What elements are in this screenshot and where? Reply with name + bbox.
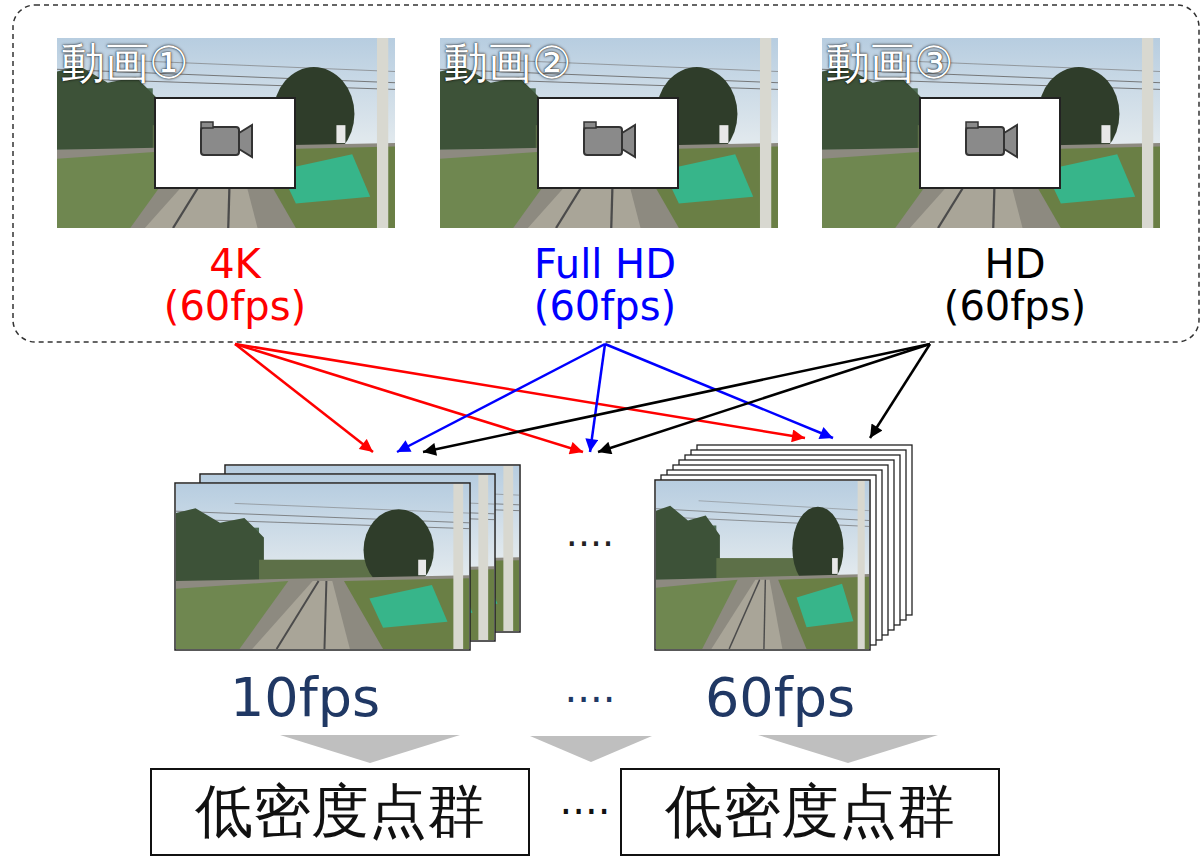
arrow — [870, 344, 930, 438]
down-arrow — [530, 736, 652, 762]
down-arrow — [758, 735, 938, 763]
resolution-label: Full HD (60fps) — [518, 243, 693, 327]
point-cloud-label: 低密度点群 — [195, 780, 485, 844]
arrow — [423, 344, 930, 452]
video-node: 動画② Full HD (60fps) — [440, 38, 778, 338]
fps-label: 60fps — [705, 668, 855, 727]
video-title: 動画② — [444, 40, 571, 86]
arrow — [605, 344, 833, 438]
group-outline — [13, 5, 1199, 342]
point-cloud-label: 低密度点群 — [665, 780, 955, 844]
video-thumbnail — [822, 38, 1160, 228]
arrow — [235, 344, 583, 452]
video-node: 動画③ HD (60fps) — [822, 38, 1160, 338]
point-cloud-box: 低密度点群 — [620, 768, 1000, 856]
arrow — [598, 344, 930, 452]
arrow — [235, 344, 373, 452]
frame-stack-node: 10fps — [175, 452, 525, 732]
video-title: 動画③ — [826, 40, 953, 86]
resolution-label: HD (60fps) — [928, 243, 1103, 327]
fps-label: 10fps — [230, 668, 380, 727]
video-title: 動画① — [61, 40, 188, 86]
ellipsis: ···· — [560, 790, 611, 834]
down-arrow — [280, 735, 460, 763]
frame-stack — [655, 445, 912, 650]
ellipsis: ···· — [566, 524, 614, 566]
frame-stack — [175, 465, 520, 650]
resolution-label: 4K (60fps) — [148, 243, 323, 327]
ellipsis-node: ···· — [555, 452, 625, 572]
frame-stack-node: 60fps — [650, 438, 910, 732]
arrow — [590, 344, 605, 452]
video-thumbnail — [57, 38, 395, 228]
video-thumbnail — [440, 38, 778, 228]
video-node: 動画① 4K (60fps) — [57, 38, 395, 338]
point-cloud-box: 低密度点群 — [150, 768, 530, 856]
ellipsis: ···· — [565, 678, 616, 722]
